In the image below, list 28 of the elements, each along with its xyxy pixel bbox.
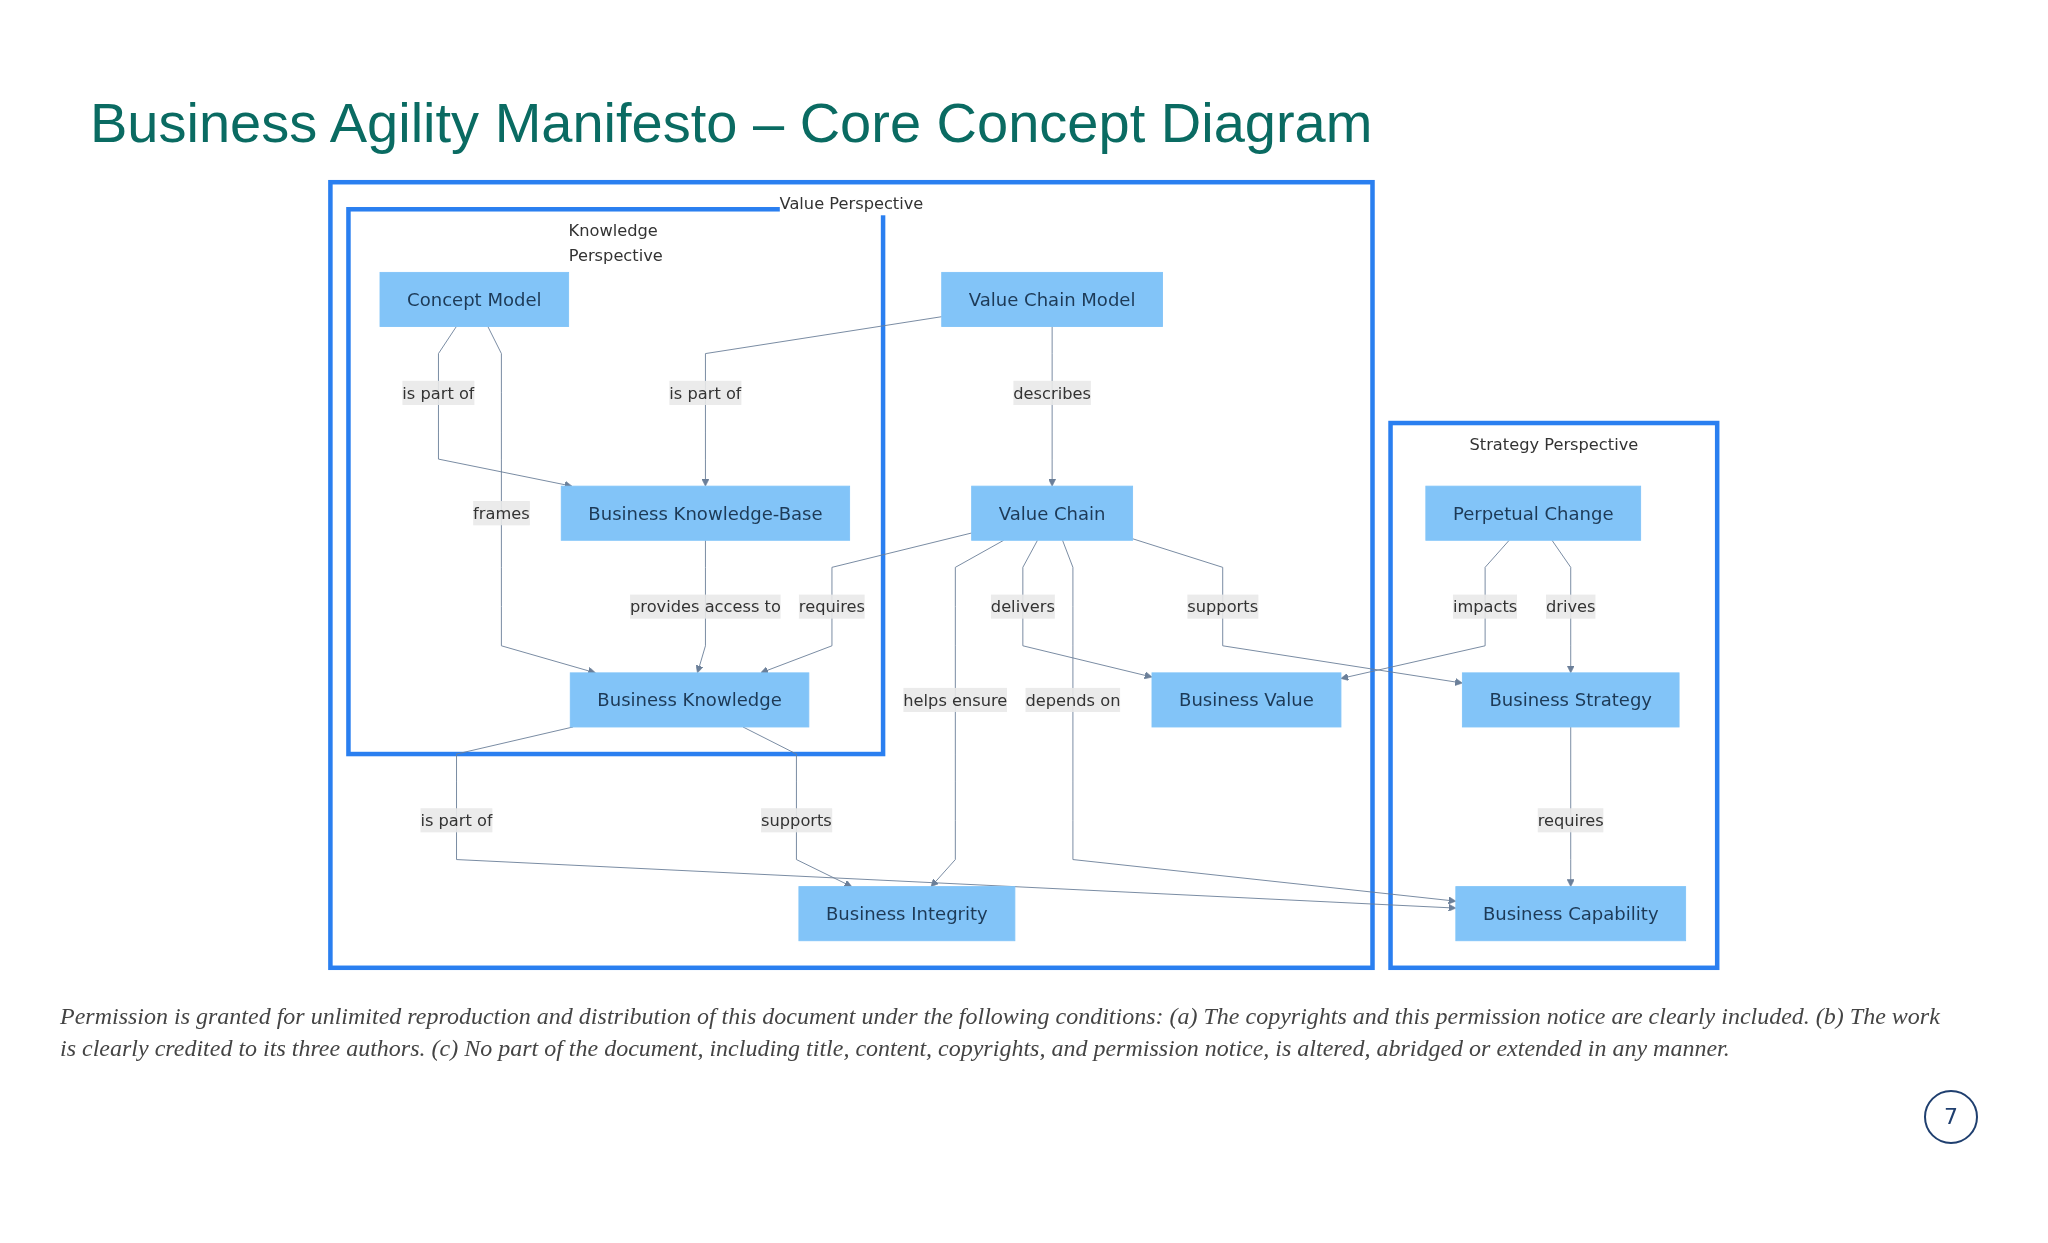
- node-box: Business Knowledge: [570, 672, 810, 728]
- node-box: Concept Model: [379, 271, 570, 327]
- edge-label: is part of: [420, 810, 493, 830]
- permission-notice: Permission is granted for unlimited reproduction and distribution of this document under the following conditions: (a) The copyrights and this permission notice are clearly included. (b) The work is clearly credited to its three authors. (c) No part of the document, including title, content, copyrights, and permission notice, is altered, abridged or extended in any manner.: [60, 1002, 1941, 1064]
- node-box: Business Strategy: [1462, 672, 1680, 728]
- edge-label: is part of: [402, 383, 475, 403]
- diagram-title: Business Agility Manifesto – Core Concept Diagram: [90, 90, 1373, 155]
- edge-label: describes: [1013, 383, 1092, 403]
- edge-label: supports: [1187, 597, 1259, 617]
- edge-label: frames: [473, 503, 530, 523]
- edge-label: is part of: [669, 383, 742, 403]
- edge-label: impacts: [1453, 597, 1518, 617]
- edge-label: drives: [1546, 597, 1596, 617]
- edge-label: delivers: [991, 597, 1056, 617]
- node-box: Value Chain Model: [941, 271, 1164, 327]
- node-box: Business Value: [1151, 672, 1342, 728]
- edge-label: depends on: [1025, 690, 1121, 710]
- page-number: 7: [1924, 1090, 1978, 1144]
- edge-label: provides access to: [630, 597, 782, 617]
- node-box: Business Integrity: [798, 886, 1016, 942]
- edge-label: supports: [761, 810, 833, 830]
- node-box: Value Chain: [971, 485, 1134, 541]
- edge-label: requires: [799, 597, 866, 617]
- edge-label: requires: [1537, 810, 1605, 830]
- node-box: Perpetual Change: [1425, 485, 1642, 541]
- node-box: Business Knowledge-Base: [561, 485, 851, 541]
- node-box: Business Capability: [1455, 886, 1687, 942]
- edge-label: helps ensure: [903, 690, 1008, 710]
